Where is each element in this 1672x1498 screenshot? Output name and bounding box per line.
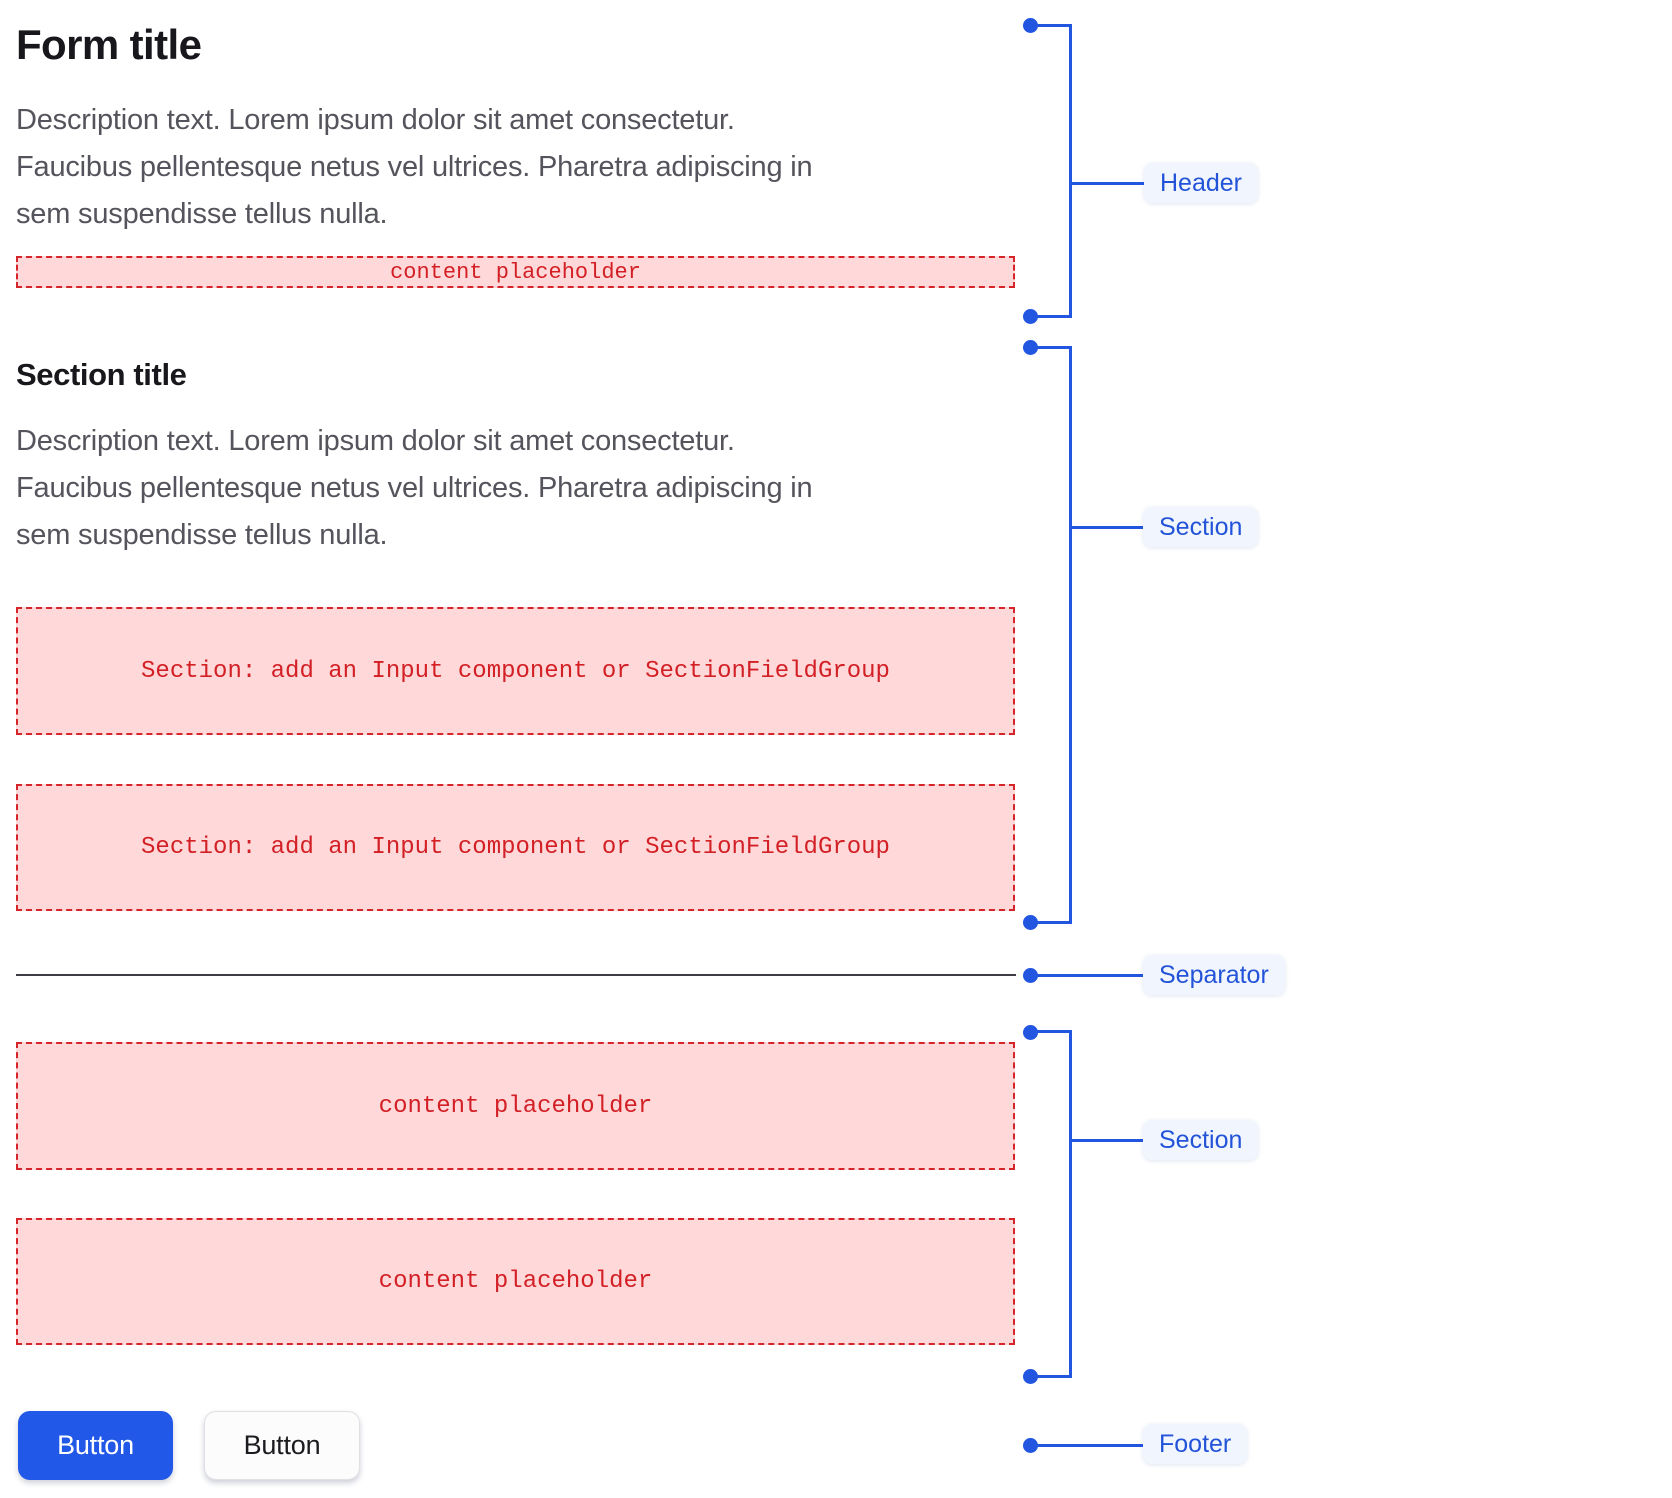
section-description-line: Faucibus pellentesque netus vel ultrices… [16, 472, 813, 504]
section-input-placeholder: Section: add an Input component or Secti… [16, 607, 1015, 735]
secondary-button[interactable]: Button [204, 1411, 360, 1480]
section-description-line: Description text. Lorem ipsum dolor sit … [16, 425, 735, 457]
primary-button[interactable]: Button [18, 1411, 173, 1480]
bracket-vertical-line [1069, 346, 1072, 924]
label-connector-line [1037, 1444, 1143, 1447]
header-content-placeholder: content placeholder [16, 256, 1015, 288]
bracket-stem-line [1030, 1375, 1072, 1378]
label-connector-line [1072, 182, 1144, 185]
connector-dot [1023, 1438, 1038, 1453]
section-description-line: sem suspendisse tellus nulla. [16, 519, 388, 551]
section-description: Description text. Lorem ipsum dolor sit … [16, 418, 996, 559]
bracket-stem-line [1030, 24, 1072, 27]
section2-content-placeholder: content placeholder [16, 1218, 1015, 1345]
annotation-label-header: Header [1144, 163, 1258, 203]
connector-dot [1023, 1369, 1038, 1384]
form-description: Description text. Lorem ipsum dolor sit … [16, 97, 996, 238]
bracket-stem-line [1030, 346, 1072, 349]
form-title: Form title [16, 21, 202, 68]
form-description-line: sem suspendisse tellus nulla. [16, 198, 388, 230]
section2-content-placeholder: content placeholder [16, 1042, 1015, 1170]
annotation-label-section: Section [1143, 1120, 1259, 1160]
bracket-stem-line [1030, 315, 1072, 318]
separator-line [16, 974, 1016, 976]
label-connector-line [1072, 526, 1143, 529]
connector-dot [1023, 915, 1038, 930]
form-description-line: Description text. Lorem ipsum dolor sit … [16, 104, 735, 136]
label-connector-line [1072, 1139, 1143, 1142]
bracket-stem-line [1030, 1030, 1072, 1033]
section-input-placeholder: Section: add an Input component or Secti… [16, 784, 1015, 911]
bracket-vertical-line [1069, 1030, 1072, 1378]
connector-dot [1023, 309, 1038, 324]
bracket-vertical-line [1069, 24, 1072, 318]
section-title: Section title [16, 357, 187, 392]
annotation-label-section: Section [1143, 507, 1259, 547]
bracket-stem-line [1030, 921, 1072, 924]
annotation-label-footer: Footer [1143, 1424, 1248, 1464]
form-description-line: Faucibus pellentesque netus vel ultrices… [16, 151, 813, 183]
annotation-label-separator: Separator [1143, 955, 1285, 995]
label-connector-line [1037, 974, 1143, 977]
connector-dot [1023, 968, 1038, 983]
